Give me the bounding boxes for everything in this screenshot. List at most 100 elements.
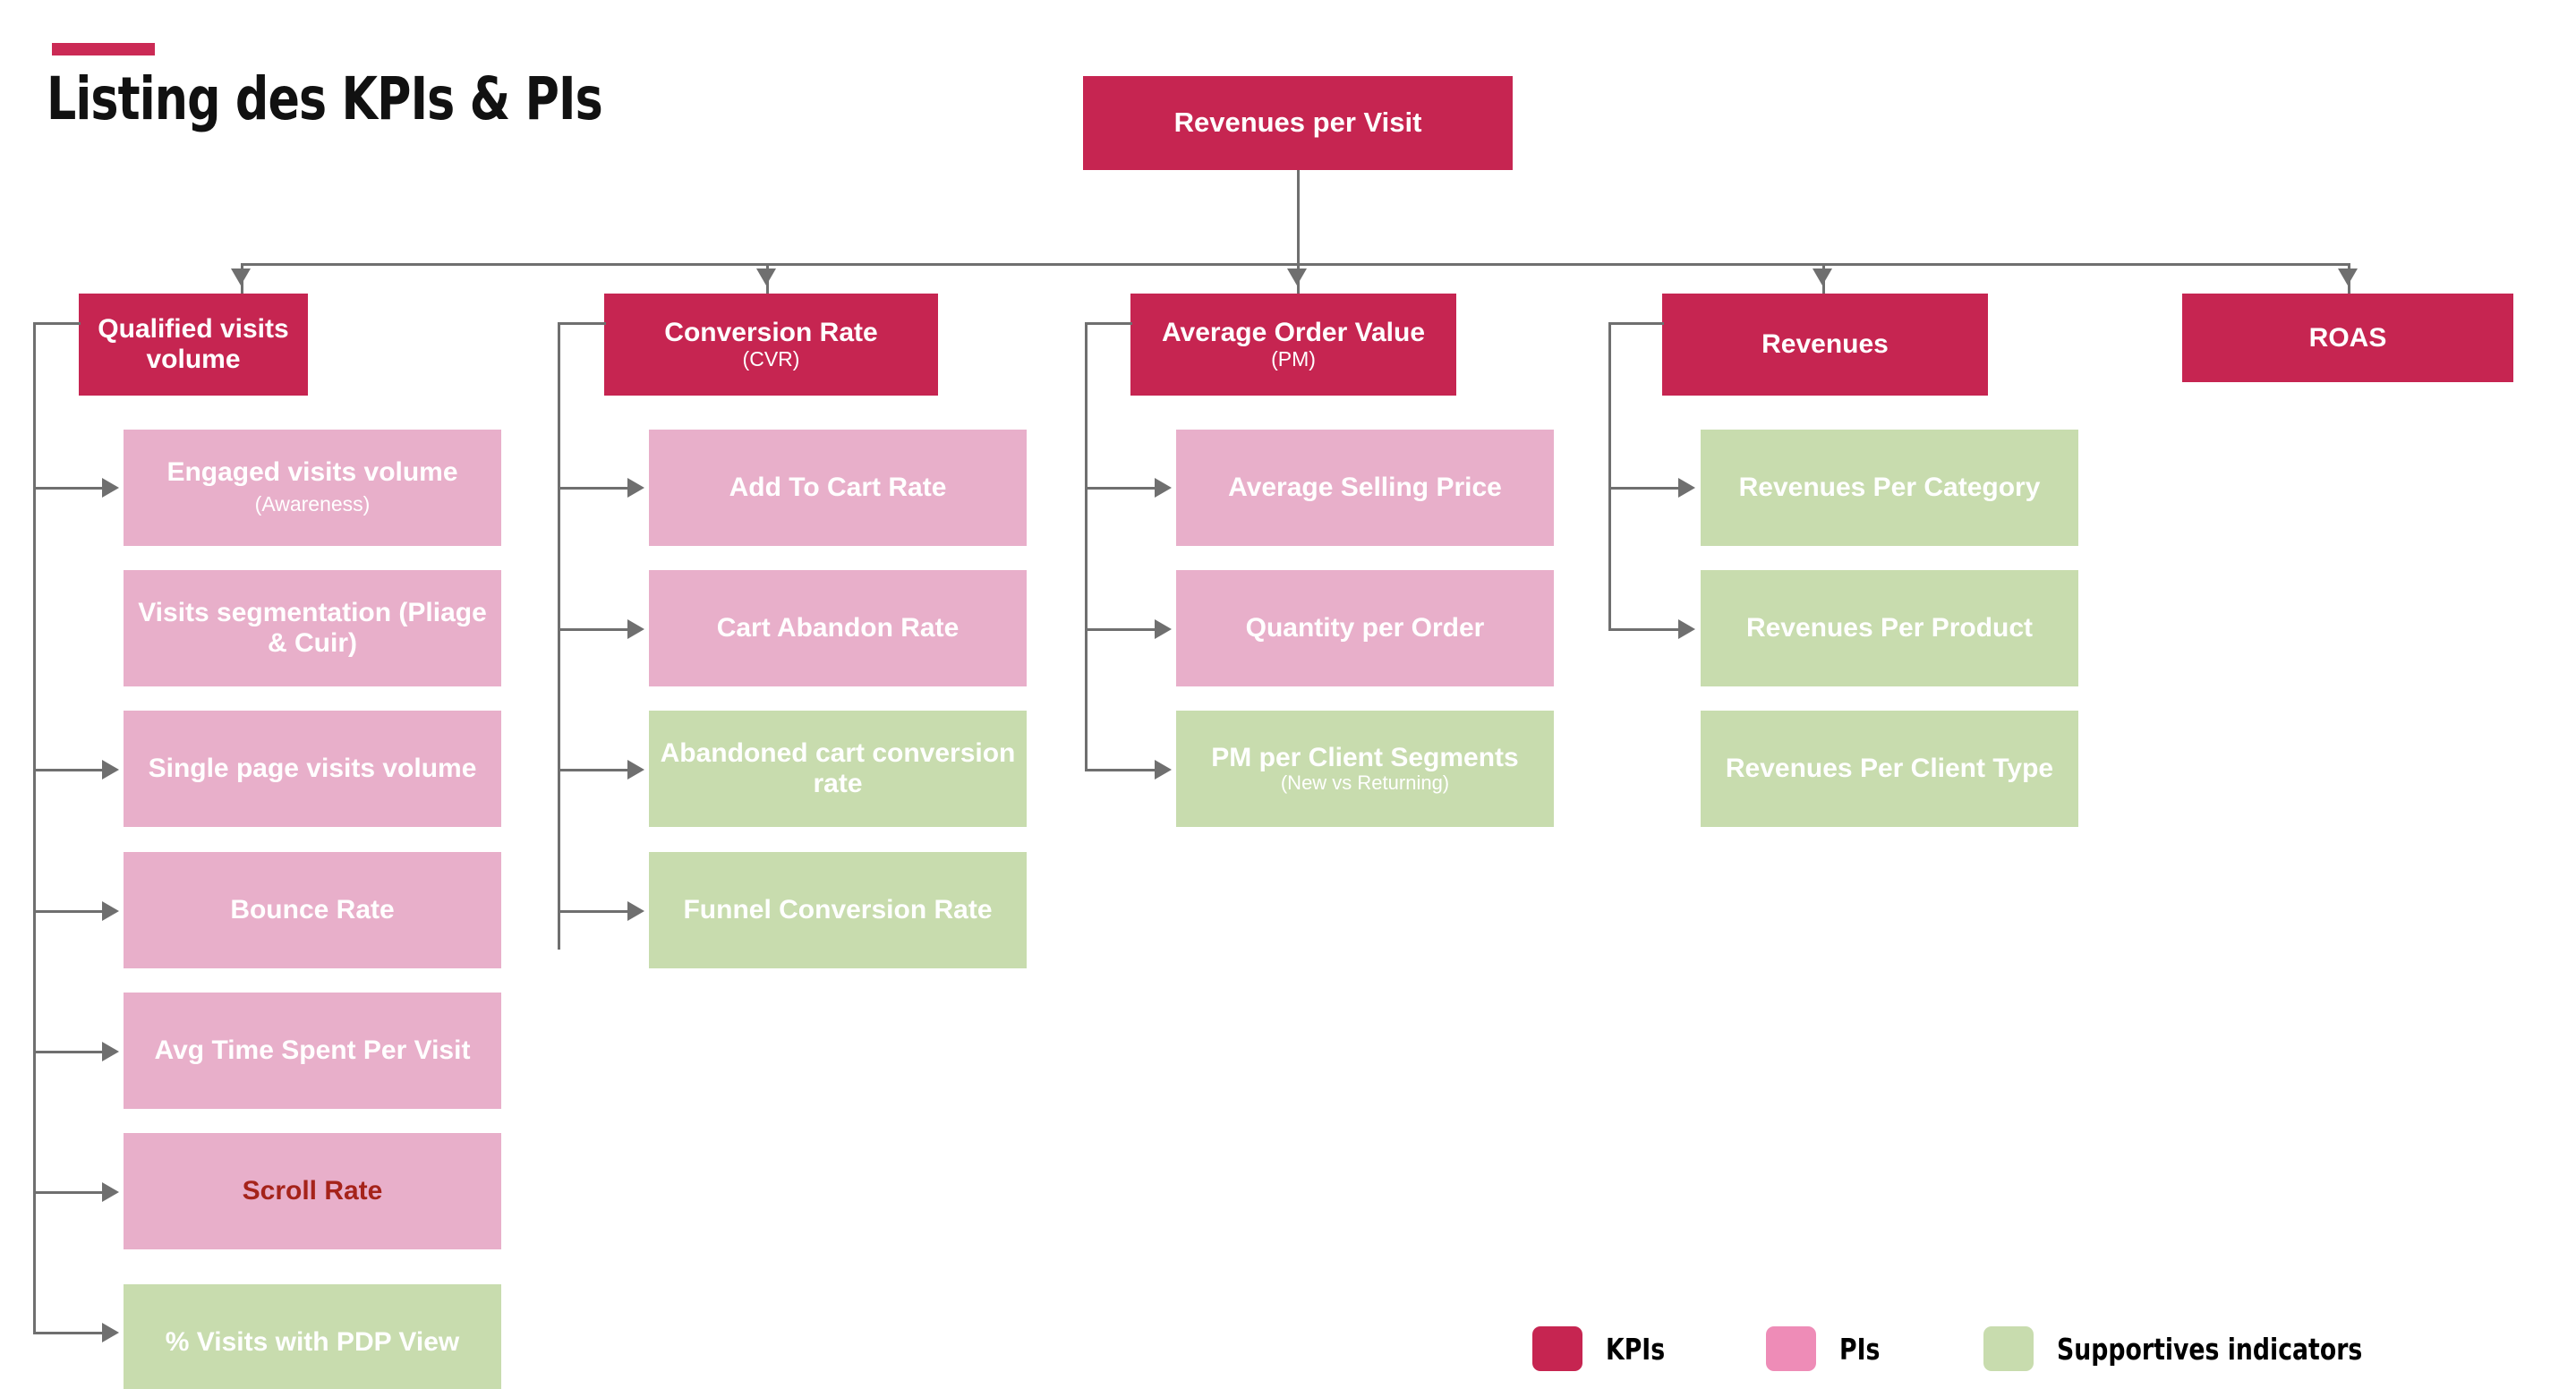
arrow-right-c4-2 (1678, 619, 1695, 639)
connector-c1-trunk (33, 322, 36, 1332)
node-label: Revenues Per Product (1745, 613, 2034, 643)
node-roas[interactable]: ROAS (2182, 294, 2513, 382)
node-revenues[interactable]: Revenues (1662, 294, 1988, 396)
title-accent-bar (52, 43, 155, 55)
arrow-right-c1-4 (102, 901, 119, 921)
connector-c4-b1 (1608, 487, 1683, 490)
node-sublabel: (CVR) (742, 346, 800, 371)
connector-c2-trunk (558, 322, 560, 950)
node-label: Engaged visits volume (166, 457, 458, 488)
node-revenues-per-category[interactable]: Revenues Per Category (1701, 430, 2078, 546)
node-label: Abandoned cart conversion rate (660, 738, 1016, 798)
node-label: Revenues Per Client Type (1725, 754, 2054, 784)
arrow-down-2 (756, 268, 776, 285)
node-label: Conversion Rate (664, 318, 878, 348)
node-label: Revenues per Visit (1173, 107, 1422, 139)
connector-c4-trunk (1608, 322, 1611, 631)
arrow-right-c3-3 (1155, 760, 1172, 780)
node-avg-time-spent-per-visit[interactable]: Avg Time Spent Per Visit (124, 993, 501, 1109)
legend-item-pis: PIs (1766, 1326, 1884, 1371)
legend-swatch-supportives (1983, 1326, 2034, 1371)
legend-label-supportives: Supportives indicators (2056, 1331, 2363, 1367)
arrow-down-3 (1287, 268, 1307, 285)
node-sublabel: (New vs Returning) (1280, 771, 1450, 795)
arrow-right-c1-7 (102, 1323, 119, 1342)
connector-c1-top (33, 322, 81, 325)
node-label: Revenues Per Category (1738, 473, 2041, 503)
node-label: ROAS (2308, 322, 2387, 353)
connector-c1-b6 (33, 1191, 107, 1194)
connector-c2-top (558, 322, 606, 325)
arrow-right-c1-6 (102, 1182, 119, 1202)
arrow-down-5 (2338, 268, 2358, 285)
node-label: Scroll Rate (242, 1176, 383, 1206)
node-conversion-rate[interactable]: Conversion Rate (CVR) (604, 294, 938, 396)
node-label: Cart Abandon Rate (716, 613, 960, 643)
arrow-right-c2-4 (627, 901, 644, 921)
node-label: Average Order Value (1161, 318, 1426, 348)
legend: KPIs PIs Supportives indicators (1532, 1326, 2396, 1371)
legend-label-kpis: KPIs (1606, 1331, 1666, 1367)
connector-c1-b5 (33, 1051, 107, 1053)
node-scroll-rate[interactable]: Scroll Rate (124, 1133, 501, 1249)
node-label: Single page visits volume (148, 754, 477, 784)
connector-root-stem (1297, 170, 1300, 265)
node-revenues-per-client-type[interactable]: Revenues Per Client Type (1701, 711, 2078, 827)
connector-c2-b3 (558, 769, 632, 771)
arrow-down-1 (231, 268, 251, 285)
legend-swatch-kpis (1532, 1326, 1582, 1371)
arrow-down-4 (1813, 268, 1832, 285)
connector-c2-b2 (558, 628, 632, 631)
node-label: Revenues (1761, 329, 1889, 360)
node-revenues-per-visit[interactable]: Revenues per Visit (1083, 76, 1513, 170)
page-title: Listing des KPIs & PIs (47, 64, 603, 133)
node-label: Quantity per Order (1245, 613, 1485, 643)
connector-c2-b1 (558, 487, 632, 490)
node-pct-visits-with-pdp-view[interactable]: % Visits with PDP View (124, 1284, 501, 1389)
connector-c3-trunk (1085, 322, 1088, 770)
node-label: Average Selling Price (1228, 473, 1502, 503)
node-label: Funnel Conversion Rate (683, 895, 993, 925)
arrow-right-c1-1 (102, 478, 119, 498)
node-average-order-value[interactable]: Average Order Value (PM) (1130, 294, 1456, 396)
arrow-right-c2-2 (627, 619, 644, 639)
node-add-to-cart-rate[interactable]: Add To Cart Rate (649, 430, 1027, 546)
node-cart-abandon-rate[interactable]: Cart Abandon Rate (649, 570, 1027, 686)
legend-label-pis: PIs (1839, 1331, 1881, 1367)
arrow-right-c3-1 (1155, 478, 1172, 498)
connector-c3-b2 (1085, 628, 1159, 631)
node-average-selling-price[interactable]: Average Selling Price (1176, 430, 1554, 546)
node-bounce-rate[interactable]: Bounce Rate (124, 852, 501, 968)
arrow-right-c4-1 (1678, 478, 1695, 498)
node-pm-per-client-segments[interactable]: PM per Client Segments (New vs Returning… (1176, 711, 1554, 827)
connector-c3-top (1085, 322, 1132, 325)
connector-root-bus (243, 263, 2348, 266)
node-label: Bounce Rate (230, 895, 395, 925)
connector-c1-b3 (33, 769, 107, 771)
node-qualified-visits-volume[interactable]: Qualified visits volume (79, 294, 308, 396)
connector-c3-b1 (1085, 487, 1159, 490)
node-single-page-visits-volume[interactable]: Single page visits volume (124, 711, 501, 827)
node-visits-segmentation[interactable]: Visits segmentation (Pliage & Cuir) (124, 570, 501, 686)
node-engaged-visits-volume[interactable]: Engaged visits volume (Awareness) (124, 430, 501, 546)
arrow-right-c1-5 (102, 1042, 119, 1061)
connector-c1-b7 (33, 1332, 107, 1334)
legend-swatch-pis (1766, 1326, 1817, 1371)
node-sublabel: (Awareness) (254, 492, 371, 516)
node-revenues-per-product[interactable]: Revenues Per Product (1701, 570, 2078, 686)
connector-c3-b3 (1085, 769, 1159, 771)
connector-c4-b2 (1608, 628, 1683, 631)
node-label: % Visits with PDP View (165, 1327, 460, 1358)
node-label: Qualified visits volume (98, 314, 289, 374)
connector-c1-b4 (33, 910, 107, 913)
arrow-right-c3-2 (1155, 619, 1172, 639)
node-label: Visits segmentation (Pliage & Cuir) (138, 598, 487, 658)
connector-c4-top (1608, 322, 1664, 325)
node-quantity-per-order[interactable]: Quantity per Order (1176, 570, 1554, 686)
node-abandoned-cart-conversion-rate[interactable]: Abandoned cart conversion rate (649, 711, 1027, 827)
legend-item-supportives: Supportives indicators (1983, 1326, 2396, 1371)
arrow-right-c2-3 (627, 760, 644, 780)
arrow-right-c1-3 (102, 760, 119, 780)
node-funnel-conversion-rate[interactable]: Funnel Conversion Rate (649, 852, 1027, 968)
